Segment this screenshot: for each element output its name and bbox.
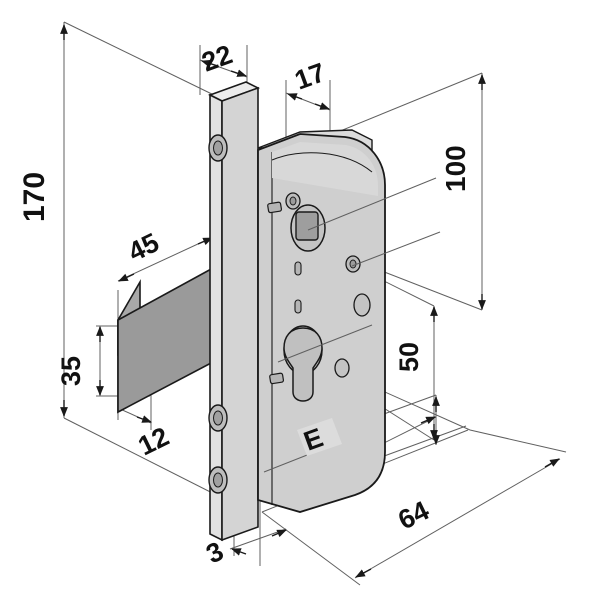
- dim-text-100: 100: [440, 145, 471, 192]
- arrow-22-left: [201, 59, 219, 68]
- dim-text-35: 35: [56, 356, 86, 386]
- follower-square-hole: [295, 211, 319, 241]
- case-oval-hole-right: [353, 293, 371, 317]
- arrow-22-right: [230, 69, 247, 77]
- dim-text-50: 50: [394, 342, 424, 372]
- arrow-64-right: [544, 458, 560, 468]
- centre-leaders: [263, 177, 441, 473]
- lock-case-body: [257, 129, 386, 513]
- dim-64-ext-left: [261, 511, 361, 586]
- case-fixing-hole-middle-inner: [349, 259, 357, 269]
- faceplate-screw-hole-middle-inner: [213, 410, 223, 426]
- lock-case-upper-shade: [272, 142, 378, 196]
- faceplate: [207, 81, 261, 542]
- case-slot-upper-left: [267, 201, 283, 214]
- case-slot-lower-left: [269, 372, 285, 385]
- arrow-3-left: [231, 548, 247, 556]
- dim-text-170: 170: [18, 172, 51, 222]
- arrow-17-left: [287, 93, 303, 101]
- dim-100-leader-top: [327, 72, 483, 137]
- euro-cylinder-profile: [283, 327, 323, 402]
- lock-case-face: [257, 133, 386, 513]
- lock-case-curve-guide: [271, 152, 373, 173]
- arrow-3-right: [271, 529, 287, 538]
- leader-cylinder: [277, 324, 373, 363]
- faceplate-screw-hole-top-inner: [213, 140, 223, 156]
- case-fixing-hole-upper-inner: [289, 196, 297, 206]
- arrow-12-right: [136, 415, 152, 423]
- case-slot-centre-lower: [294, 299, 302, 314]
- backset-label-group: E: [297, 418, 342, 457]
- leader-follower: [307, 177, 437, 231]
- case-slot-centre-upper: [294, 261, 302, 276]
- arrow-45-left: [118, 273, 135, 282]
- arrow-E-right: [420, 416, 436, 425]
- leader-fixing: [351, 231, 441, 267]
- arrow-64-left: [355, 568, 372, 578]
- case-small-oval-near-cylinder: [334, 358, 350, 378]
- faceplate-side-face: [221, 86, 259, 542]
- faceplate-screw-hole-bottom-inner: [213, 472, 223, 488]
- dim-64-line: [354, 458, 561, 579]
- backset-label-badge: [297, 418, 342, 456]
- dim-170-leader-top: [63, 21, 219, 98]
- dimension-arrowheads: [60, 24, 560, 578]
- dim-64-ext-right: [469, 429, 567, 453]
- arrow-17-right: [314, 102, 330, 110]
